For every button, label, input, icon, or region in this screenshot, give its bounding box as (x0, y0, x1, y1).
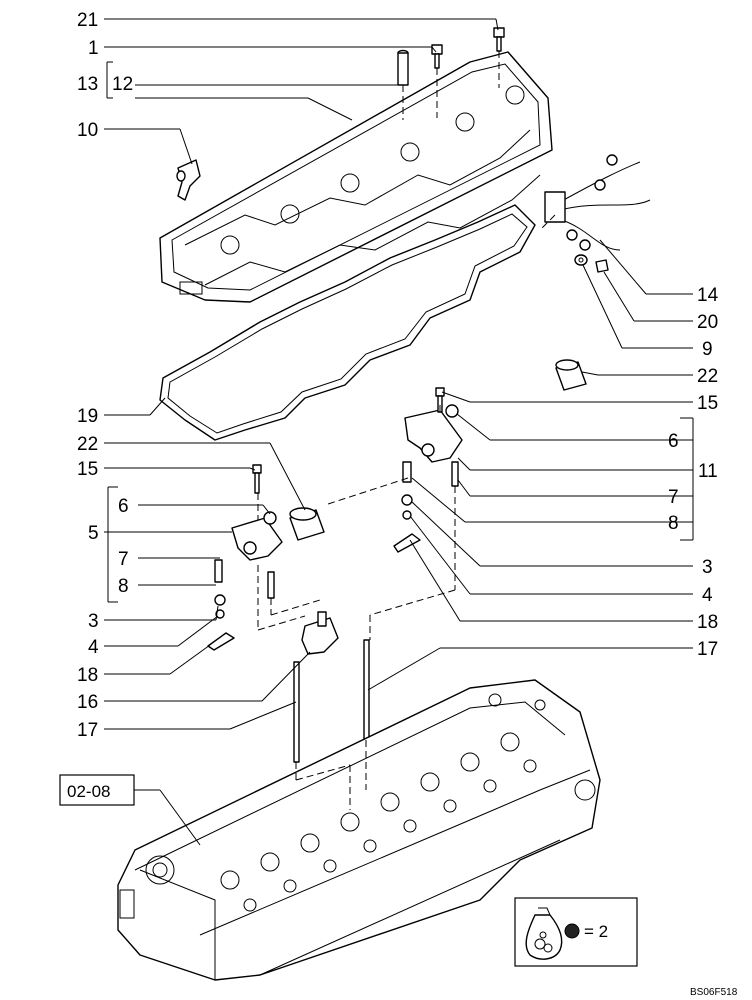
bracket-16 (301, 611, 339, 655)
callout-17-left: 17 (77, 720, 98, 741)
callout-6-left: 6 (118, 496, 129, 517)
callout-22-left: 22 (77, 434, 98, 455)
clip-10 (176, 159, 201, 201)
callout-20: 20 (697, 312, 718, 333)
callout-8-right: 8 (668, 513, 679, 534)
rocker-arm-assembly-11 (393, 387, 463, 553)
callout-22-top: 22 (697, 366, 718, 387)
reference-box: 02-08 (59, 774, 135, 806)
callout-15-left: 15 (77, 459, 98, 480)
wiring-harness-14 (544, 154, 651, 251)
callout-8-left: 8 (118, 576, 129, 597)
callout-9: 9 (702, 339, 713, 360)
callout-1: 1 (88, 38, 99, 59)
washer-9 (574, 254, 588, 266)
callout-15-top: 15 (697, 393, 718, 414)
bolt-20 (595, 259, 609, 273)
callout-11: 11 (698, 461, 718, 482)
alignment-lines (257, 51, 556, 810)
bolt-21 (493, 27, 505, 52)
rocker-arm-assembly-5 (207, 464, 283, 651)
parts-bag-icon (525, 907, 563, 960)
push-rod-17-left (293, 661, 300, 763)
callout-7-left: 7 (118, 549, 129, 570)
callout-13: 13 (77, 74, 98, 95)
callout-17-right: 17 (697, 639, 718, 660)
callout-18-left: 18 (77, 665, 98, 686)
callout-19: 19 (77, 406, 98, 427)
leader-lines (104, 18, 694, 846)
kit-legend: = 2 (514, 897, 638, 967)
valve-cover-gasket (159, 204, 536, 441)
reference-box-label: 02-08 (67, 782, 110, 801)
tube-12 (397, 49, 409, 86)
callout-16: 16 (77, 692, 98, 713)
callout-4-left: 4 (88, 637, 99, 658)
sleeve-22-left (289, 507, 325, 541)
valve-cover (159, 51, 553, 303)
callout-21: 21 (77, 10, 98, 31)
callout-3-left: 3 (88, 611, 99, 632)
callout-14: 14 (697, 285, 719, 306)
callout-18-right: 18 (697, 612, 718, 633)
callout-6-right: 6 (668, 431, 679, 452)
callout-5: 5 (88, 523, 99, 544)
kit-quantity: = 2 (584, 922, 608, 941)
callout-7-right: 7 (668, 487, 679, 508)
drawing-code: BS06F518 (690, 987, 738, 998)
callout-3-right: 3 (702, 557, 713, 578)
callout-12: 12 (112, 74, 133, 95)
callout-labels: 21 1 13 12 10 14 20 9 22 15 19 22 6 11 1… (77, 10, 719, 741)
filled-dot-icon (564, 923, 580, 939)
callout-10: 10 (77, 120, 98, 141)
cylinder-head (117, 679, 601, 981)
sleeve-22-top (555, 359, 587, 391)
callout-4-right: 4 (702, 585, 713, 606)
